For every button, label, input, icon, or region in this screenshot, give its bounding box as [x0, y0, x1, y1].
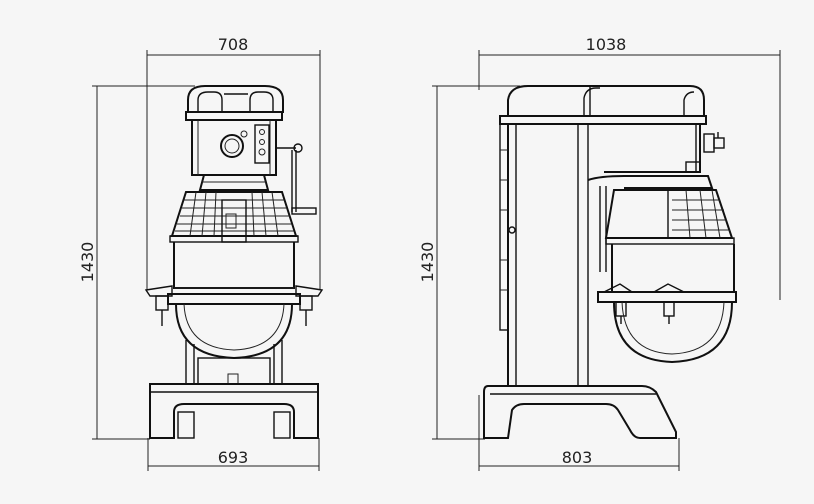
side-bottom-width-label: 803 [562, 448, 593, 467]
side-view [483, 85, 737, 439]
guard-bars [175, 191, 294, 237]
front-dimensions: 708 693 1430 [78, 35, 321, 471]
front-top-width-label: 708 [218, 35, 249, 54]
side-top-width-label: 1038 [586, 35, 627, 54]
rear-vent-ticks [500, 149, 508, 291]
side-dimensions: 1038 803 1430 [418, 35, 781, 471]
front-bottom-width-label: 693 [218, 448, 249, 467]
side-guard-bars [672, 189, 730, 239]
side-height-label: 1430 [418, 242, 437, 283]
front-height-label: 1430 [78, 242, 97, 283]
front-view [144, 85, 324, 439]
